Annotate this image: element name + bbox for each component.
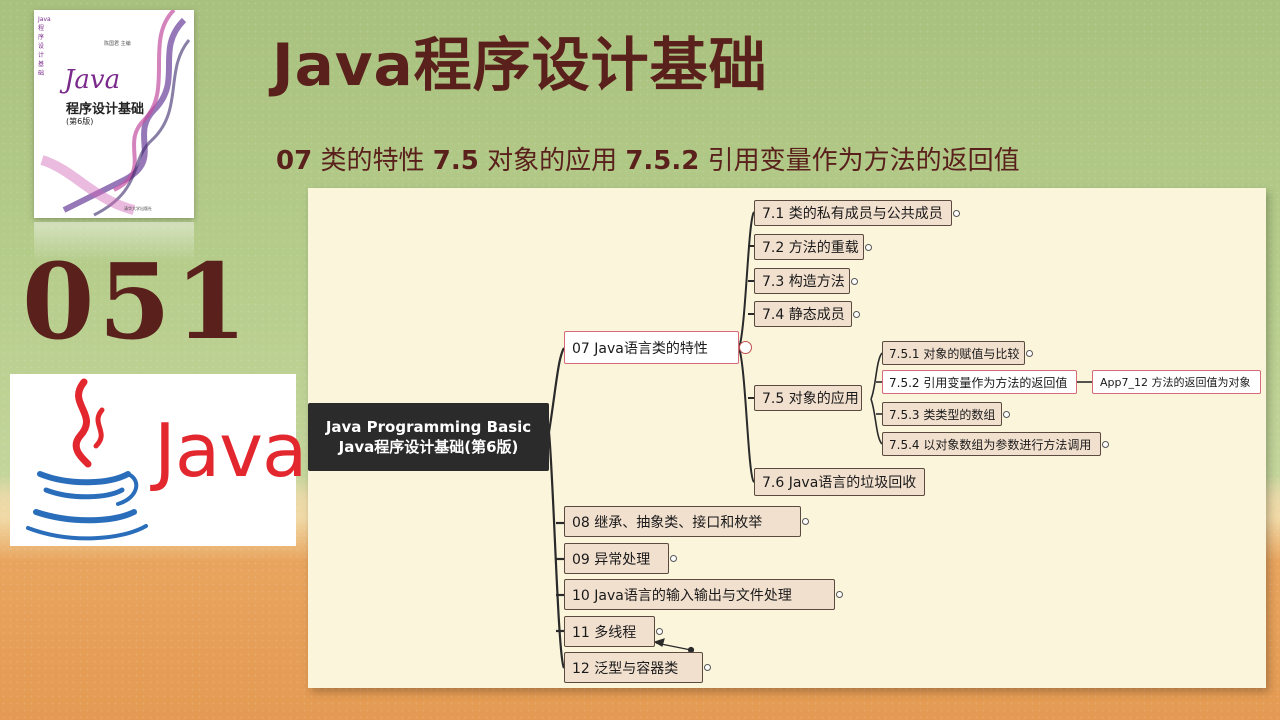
chapter-08-node[interactable]: 08 继承、抽象类、接口和枚举 — [564, 506, 801, 537]
episode-number: 051 — [22, 240, 252, 363]
section-text: 对象的应用 — [487, 146, 618, 176]
section-7-5-4-node[interactable]: 7.5.4 以对象数组为参数进行方法调用 — [882, 432, 1101, 456]
mindmap-panel: Java Programming Basic Java程序设计基础(第6版) 0… — [308, 188, 1266, 688]
chapter-number: 07 — [276, 146, 313, 176]
book-publisher: 清华大学出版社 — [124, 206, 152, 211]
book-reflection — [34, 222, 194, 262]
book-java-title: Java — [64, 65, 121, 95]
book-cover: Java程序设计基础 陈国君 主编 Java 程序设计基础 (第6版) 清华大学… — [34, 10, 194, 218]
java-logo: Java — [10, 374, 307, 546]
node-handle[interactable] — [1026, 350, 1033, 357]
slide-title: Java程序设计基础 — [272, 31, 768, 99]
section-7-3-node[interactable]: 7.3 构造方法 — [754, 268, 850, 294]
chapter-text: 类的特性 — [320, 146, 425, 176]
mindmap-connectors — [547, 211, 1092, 669]
node-handle[interactable] — [836, 591, 843, 598]
section-number: 7.5 — [432, 146, 479, 176]
book-name: 程序设计基础 — [66, 102, 145, 117]
root-title-en: Java Programming Basic — [325, 418, 532, 436]
section-7-4-node[interactable]: 7.4 静态成员 — [754, 301, 852, 327]
node-handle[interactable] — [853, 311, 860, 318]
node-handle[interactable] — [1102, 441, 1109, 448]
smoke-art — [40, 10, 191, 217]
collapse-toggle[interactable] — [739, 341, 752, 354]
node-handle[interactable] — [1003, 411, 1010, 418]
section-7-5-node[interactable]: 7.5 对象的应用 — [754, 385, 862, 411]
slide-subtitle: 07 类的特性 7.5 对象的应用 7.5.2 引用变量作为方法的返回值 — [276, 140, 1020, 177]
subsection-number: 7.5.2 — [625, 146, 700, 176]
coffee-cup-icon — [26, 378, 148, 541]
chapter-10-node[interactable]: 10 Java语言的输入输出与文件处理 — [564, 579, 835, 610]
section-7-5-3-node[interactable]: 7.5.3 类类型的数组 — [882, 402, 1002, 426]
node-handle[interactable] — [670, 555, 677, 562]
java-logo-text: Java — [154, 408, 307, 494]
chapter-09-node[interactable]: 09 异常处理 — [564, 543, 669, 574]
node-handle[interactable] — [704, 664, 711, 671]
node-handle[interactable] — [802, 518, 809, 525]
book-author: 陈国君 主编 — [104, 41, 131, 47]
mindmap-root[interactable]: Java Programming Basic Java程序设计基础(第6版) — [308, 403, 549, 471]
root-title-cn: Java程序设计基础(第6版) — [338, 438, 519, 456]
node-handle[interactable] — [953, 210, 960, 217]
section-7-1-node[interactable]: 7.1 类的私有成员与公共成员 — [754, 200, 952, 226]
chapter-11-node[interactable]: 11 多线程 — [564, 616, 655, 647]
node-handle[interactable] — [656, 628, 663, 635]
node-handle[interactable] — [851, 278, 858, 285]
app7-12-node[interactable]: App7_12 方法的返回值为对象 — [1092, 370, 1261, 394]
section-7-2-node[interactable]: 7.2 方法的重载 — [754, 234, 864, 260]
book-edition: (第6版) — [66, 117, 94, 126]
chapter-07-node[interactable]: 07 Java语言类的特性 — [564, 331, 739, 364]
node-handle[interactable] — [865, 244, 872, 251]
subsection-text: 引用变量作为方法的返回值 — [707, 146, 1020, 176]
section-7-5-2-node[interactable]: 7.5.2 引用变量作为方法的返回值 — [882, 370, 1077, 394]
section-7-6-node[interactable]: 7.6 Java语言的垃圾回收 — [754, 468, 925, 496]
chapter-12-node[interactable]: 12 泛型与容器类 — [564, 652, 703, 683]
section-7-5-1-node[interactable]: 7.5.1 对象的赋值与比较 — [882, 341, 1025, 365]
book-spine-text: Java程序设计基础 — [38, 16, 51, 77]
